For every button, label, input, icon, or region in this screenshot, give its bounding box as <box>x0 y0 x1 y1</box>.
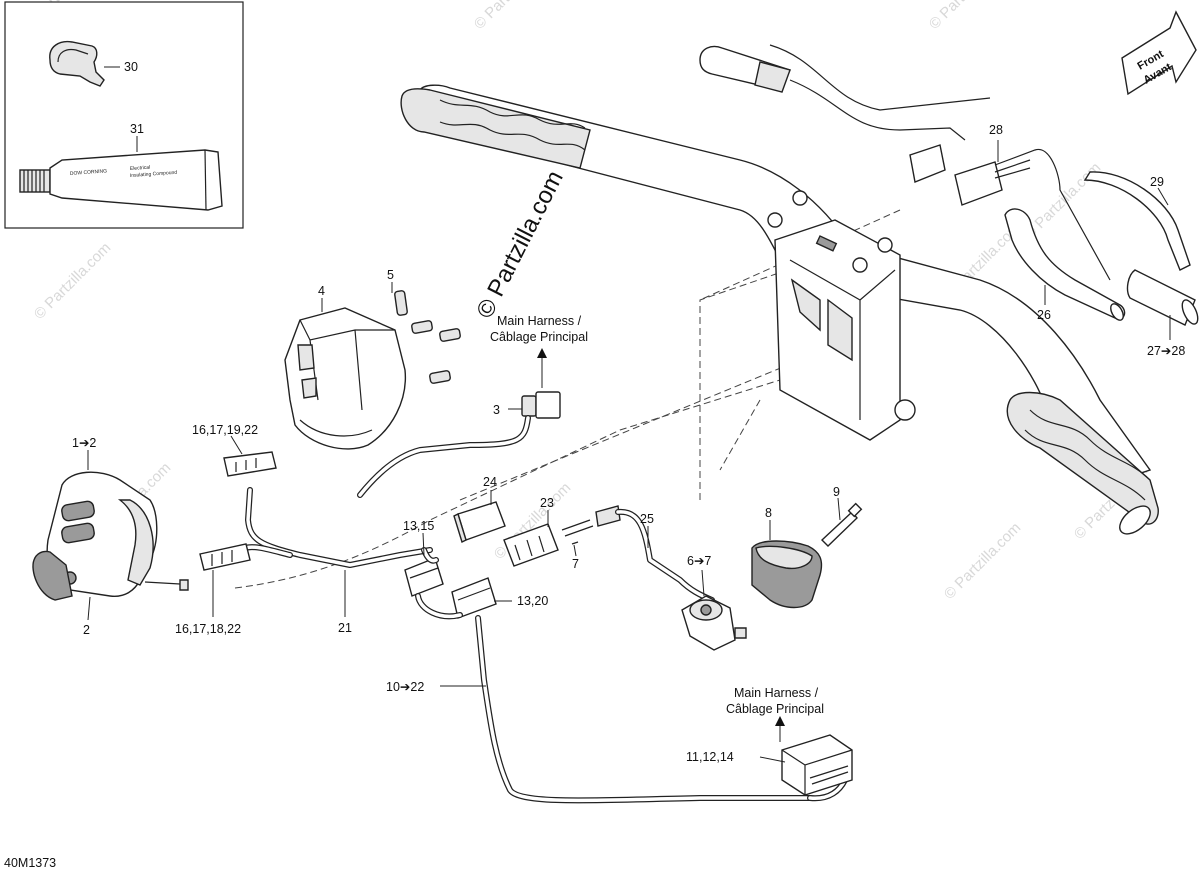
part-21-harness <box>199 451 433 571</box>
watermark: © Partzilla.com <box>926 0 1009 33</box>
callout-9: 9 <box>833 485 840 499</box>
part-5-screws <box>394 290 461 384</box>
watermark: © Partzilla.com <box>471 0 554 33</box>
part-29-tube <box>1083 171 1191 271</box>
callout-30: 30 <box>124 60 138 74</box>
callout-10-22: 10➔22 <box>386 680 424 694</box>
part-25-wire <box>595 505 715 603</box>
part-6-switch <box>681 595 747 651</box>
part-27-sleeve <box>1126 269 1199 326</box>
callout-4: 4 <box>318 284 325 298</box>
watermark-main: © Partzilla.com <box>471 166 568 322</box>
callout-23: 23 <box>540 496 554 510</box>
callout-31: 31 <box>130 122 144 136</box>
tube-label-brand: DOW CORNING <box>70 168 108 177</box>
part-9-pin <box>820 502 863 547</box>
callout-2: 2 <box>83 623 90 637</box>
part-4-housing <box>284 307 407 450</box>
callout-28: 28 <box>989 123 1003 137</box>
watermark: © Partzilla.com <box>941 519 1024 602</box>
callout-27-28: 27➔28 <box>1147 344 1185 358</box>
callout-16-17-19-22: 16,17,19,22 <box>192 423 258 437</box>
part-8-knob <box>751 540 823 609</box>
callout-13-20: 13,20 <box>517 594 548 608</box>
watermark: © Partzilla.com <box>31 239 114 322</box>
callout-24: 24 <box>483 475 497 489</box>
part-3-connector <box>357 391 561 498</box>
callout-13-15: 13,15 <box>403 519 434 533</box>
part-24-connector <box>453 501 506 543</box>
main-harness-note-bottom: Main Harness / <box>734 686 819 700</box>
part-26-sleeve <box>1004 208 1126 321</box>
part-28-connectors <box>769 44 1111 281</box>
callout-21: 21 <box>338 621 352 635</box>
tube-label-product-2: Insulating Compound <box>130 170 178 179</box>
main-harness-note-top: Main Harness / <box>497 314 582 328</box>
part-1-switch-housing <box>32 471 189 601</box>
callout-7: 7 <box>572 557 579 571</box>
callout-8: 8 <box>765 506 772 520</box>
callout-29: 29 <box>1150 175 1164 189</box>
part-13-connectors <box>404 547 497 620</box>
callout-25: 25 <box>640 512 654 526</box>
part-7-pins <box>561 519 594 545</box>
part-11-connector-block <box>781 734 853 796</box>
part-30-clip <box>49 40 105 87</box>
callout-11-12-14: 11,12,14 <box>686 750 734 764</box>
tube-label-product: Electrical <box>130 165 151 172</box>
figure-code: 40M1373 <box>4 856 56 870</box>
inset-box: 30 DOW CORNING Electrical Insulating Com… <box>4 1 244 229</box>
main-harness-note-bottom-fr: Câblage Principal <box>726 702 824 716</box>
callout-26: 26 <box>1037 308 1051 322</box>
callout-16-17-18-22: 16,17,18,22 <box>175 622 241 636</box>
part-23-connector <box>503 523 559 567</box>
part-31-compound-tube: DOW CORNING Electrical Insulating Compou… <box>19 149 223 211</box>
main-harness-note-top-fr: Câblage Principal <box>490 330 588 344</box>
callout-1-2: 1➔2 <box>72 436 96 450</box>
front-arrow: Front Avant <box>1121 10 1197 96</box>
handlebar <box>400 45 1159 535</box>
callout-3: 3 <box>493 403 500 417</box>
callout-5: 5 <box>387 268 394 282</box>
callout-6-7: 6➔7 <box>687 554 711 568</box>
